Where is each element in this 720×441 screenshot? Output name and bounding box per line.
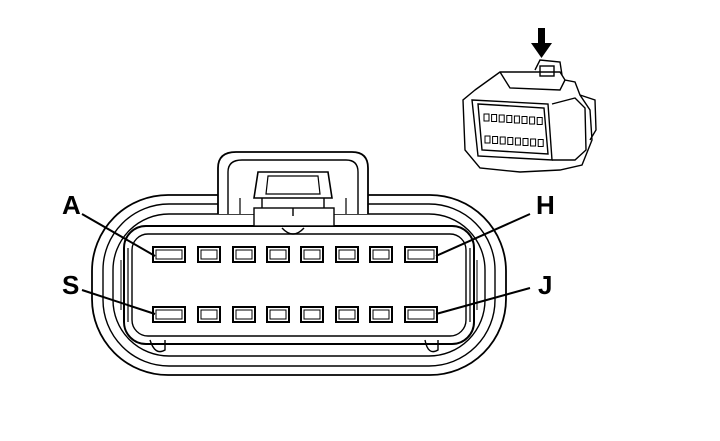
inset-pin-1-4: [506, 115, 513, 123]
inset-pin-1-8: [536, 117, 543, 125]
bottom-cavity-8: [404, 306, 438, 323]
top-cavity-8: [404, 246, 438, 263]
inset-pin-1-7: [529, 116, 536, 125]
bottom-cavity-6: [335, 306, 359, 323]
pin-label-h: H: [536, 190, 555, 220]
bottom-cavity-inner-8: [407, 309, 435, 320]
bottom-cavity-inner-6: [338, 309, 356, 320]
inset-pin-1-5: [513, 115, 520, 124]
top-cavity-4: [266, 246, 290, 263]
bottom-cavity-5: [300, 306, 324, 323]
bottom-cavity-inner-7: [372, 309, 390, 320]
bottom-cavity-2: [197, 306, 221, 323]
top-cavity-1: [152, 246, 186, 263]
bottom-cavity-3: [232, 306, 256, 323]
inset-pin-2-5: [514, 137, 521, 146]
top-cavity-6: [335, 246, 359, 263]
cavity-face: [123, 225, 475, 345]
inset-pin-2-2: [492, 136, 499, 144]
leader-line-bottom-right: [435, 287, 531, 315]
top-cavity-inner-4: [269, 249, 287, 260]
bottom-cavity-row: [152, 306, 438, 323]
top-cavity-7: [369, 246, 393, 263]
leader-line-bottom-left: [81, 289, 156, 315]
top-cavity-inner-2: [200, 249, 218, 260]
inset-pin-2-8: [537, 139, 544, 147]
pin-label-a: A: [62, 190, 81, 220]
top-cavity-inner-8: [407, 249, 435, 260]
leader-line-top-right: [435, 213, 531, 257]
connector-perspective-icon: [462, 59, 597, 173]
inset-pin-2-6: [522, 138, 529, 146]
pin-label-s: S: [62, 270, 79, 300]
top-cavity-inner-1: [155, 249, 183, 260]
inset-pin-2-3: [499, 136, 506, 145]
bottom-cavity-1: [152, 306, 186, 323]
bottom-cavity-4: [266, 306, 290, 323]
inset-pin-1-1: [483, 113, 490, 122]
inset-connector-view: [462, 28, 597, 173]
leader-line-top-left: [81, 213, 156, 257]
top-cavity-row: [152, 246, 438, 263]
down-arrow-icon: [531, 28, 552, 58]
connector-face: [81, 151, 531, 376]
pin-label-j: J: [538, 270, 552, 300]
inset-pin-2-7: [530, 138, 537, 147]
top-cavity-inner-7: [372, 249, 390, 260]
inset-pin-2-1: [484, 135, 491, 144]
bottom-cavity-inner-5: [303, 309, 321, 320]
top-cavity-inner-6: [338, 249, 356, 260]
top-cavity-2: [197, 246, 221, 263]
latch: [217, 151, 369, 235]
bottom-cavity-inner-3: [235, 309, 253, 320]
right-bottom-clip: [424, 339, 439, 353]
inset-pin-1-3: [498, 114, 505, 123]
bottom-cavity-inner-4: [269, 309, 287, 320]
inset-pin-2-4: [507, 137, 514, 145]
top-cavity-5: [300, 246, 324, 263]
top-cavity-3: [232, 246, 256, 263]
top-cavity-inner-5: [303, 249, 321, 260]
inset-pin-1-6: [521, 116, 528, 124]
outer-shell-inner: [102, 203, 496, 367]
top-cavity-inner-3: [235, 249, 253, 260]
bottom-cavity-inner-1: [155, 309, 183, 320]
bottom-cavity-7: [369, 306, 393, 323]
bottom-cavity-inner-2: [200, 309, 218, 320]
inset-pin-1-2: [491, 114, 498, 122]
left-bottom-clip: [149, 339, 166, 353]
